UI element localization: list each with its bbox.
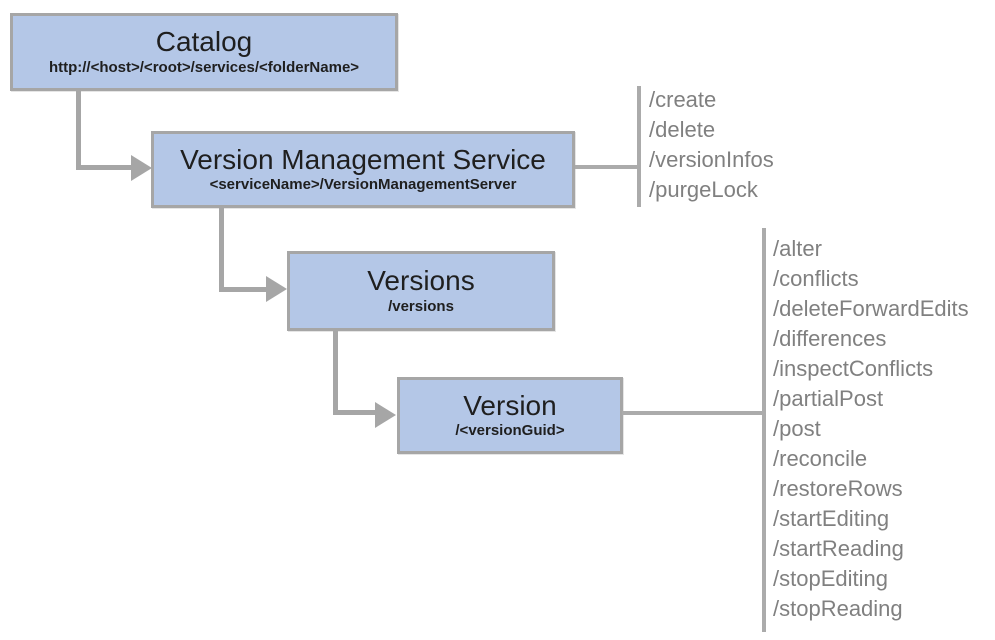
operation-item: /startEditing [773, 506, 890, 531]
bracket-vms-operations-horizontal [575, 165, 639, 169]
bracket-vms-operations-vertical [637, 86, 641, 207]
bracket-version-operations-vertical [762, 228, 766, 632]
node-version-url: /<versionGuid> [455, 422, 565, 440]
operation-item: /stopEditing [773, 566, 888, 591]
connector-catalog-to-vms-vertical [76, 91, 81, 170]
connector-versions-to-version-vertical [333, 329, 338, 415]
node-version-management-service: Version Management Service <serviceName>… [151, 131, 575, 208]
operation-item: /post [773, 416, 821, 441]
node-vms-title: Version Management Service [180, 143, 546, 175]
operation-item: /deleteForwardEdits [773, 296, 969, 321]
node-version-title: Version [463, 389, 557, 421]
operation-item: /startReading [773, 536, 904, 561]
node-catalog-url: http://<host>/<root>/services/<folderNam… [48, 58, 360, 76]
arrow-right-icon [131, 155, 152, 181]
operation-item: /restoreRows [773, 476, 903, 501]
node-version: Version /<versionGuid> [397, 377, 623, 454]
operation-item: /alter [773, 236, 822, 261]
operation-item: /conflicts [773, 266, 859, 291]
bracket-version-operations-horizontal [622, 411, 764, 415]
operation-item: /stopReading [773, 596, 903, 621]
connector-vms-to-versions-horizontal [219, 287, 267, 292]
operation-item: /delete [649, 117, 716, 142]
node-vms-url: <serviceName>/VersionManagementServer [209, 176, 517, 194]
operation-item: /create [649, 87, 717, 112]
operation-item: /differences [773, 326, 887, 351]
node-versions: Versions /versions [287, 251, 555, 331]
operation-item: /inspectConflicts [773, 356, 934, 381]
connector-versions-to-version-horizontal [333, 410, 376, 415]
operation-item: /reconcile [773, 446, 868, 471]
node-versions-title: Versions [367, 265, 475, 297]
operations-list-vms: /create /delete /versionInfos /purgeLock [649, 85, 774, 205]
arrow-right-icon [266, 276, 287, 302]
node-versions-url: /versions [388, 297, 454, 315]
connector-vms-to-versions-vertical [219, 206, 224, 292]
arrow-right-icon [375, 402, 396, 428]
node-catalog-title: Catalog [155, 26, 253, 58]
operation-item: /versionInfos [649, 147, 774, 172]
node-catalog: Catalog http://<host>/<root>/services/<f… [10, 13, 398, 91]
connector-catalog-to-vms-horizontal [76, 165, 132, 170]
operations-list-version: /alter /conflicts /deleteForwardEdits /d… [773, 234, 969, 624]
operation-item: /purgeLock [649, 177, 758, 202]
operation-item: /partialPost [773, 386, 884, 411]
